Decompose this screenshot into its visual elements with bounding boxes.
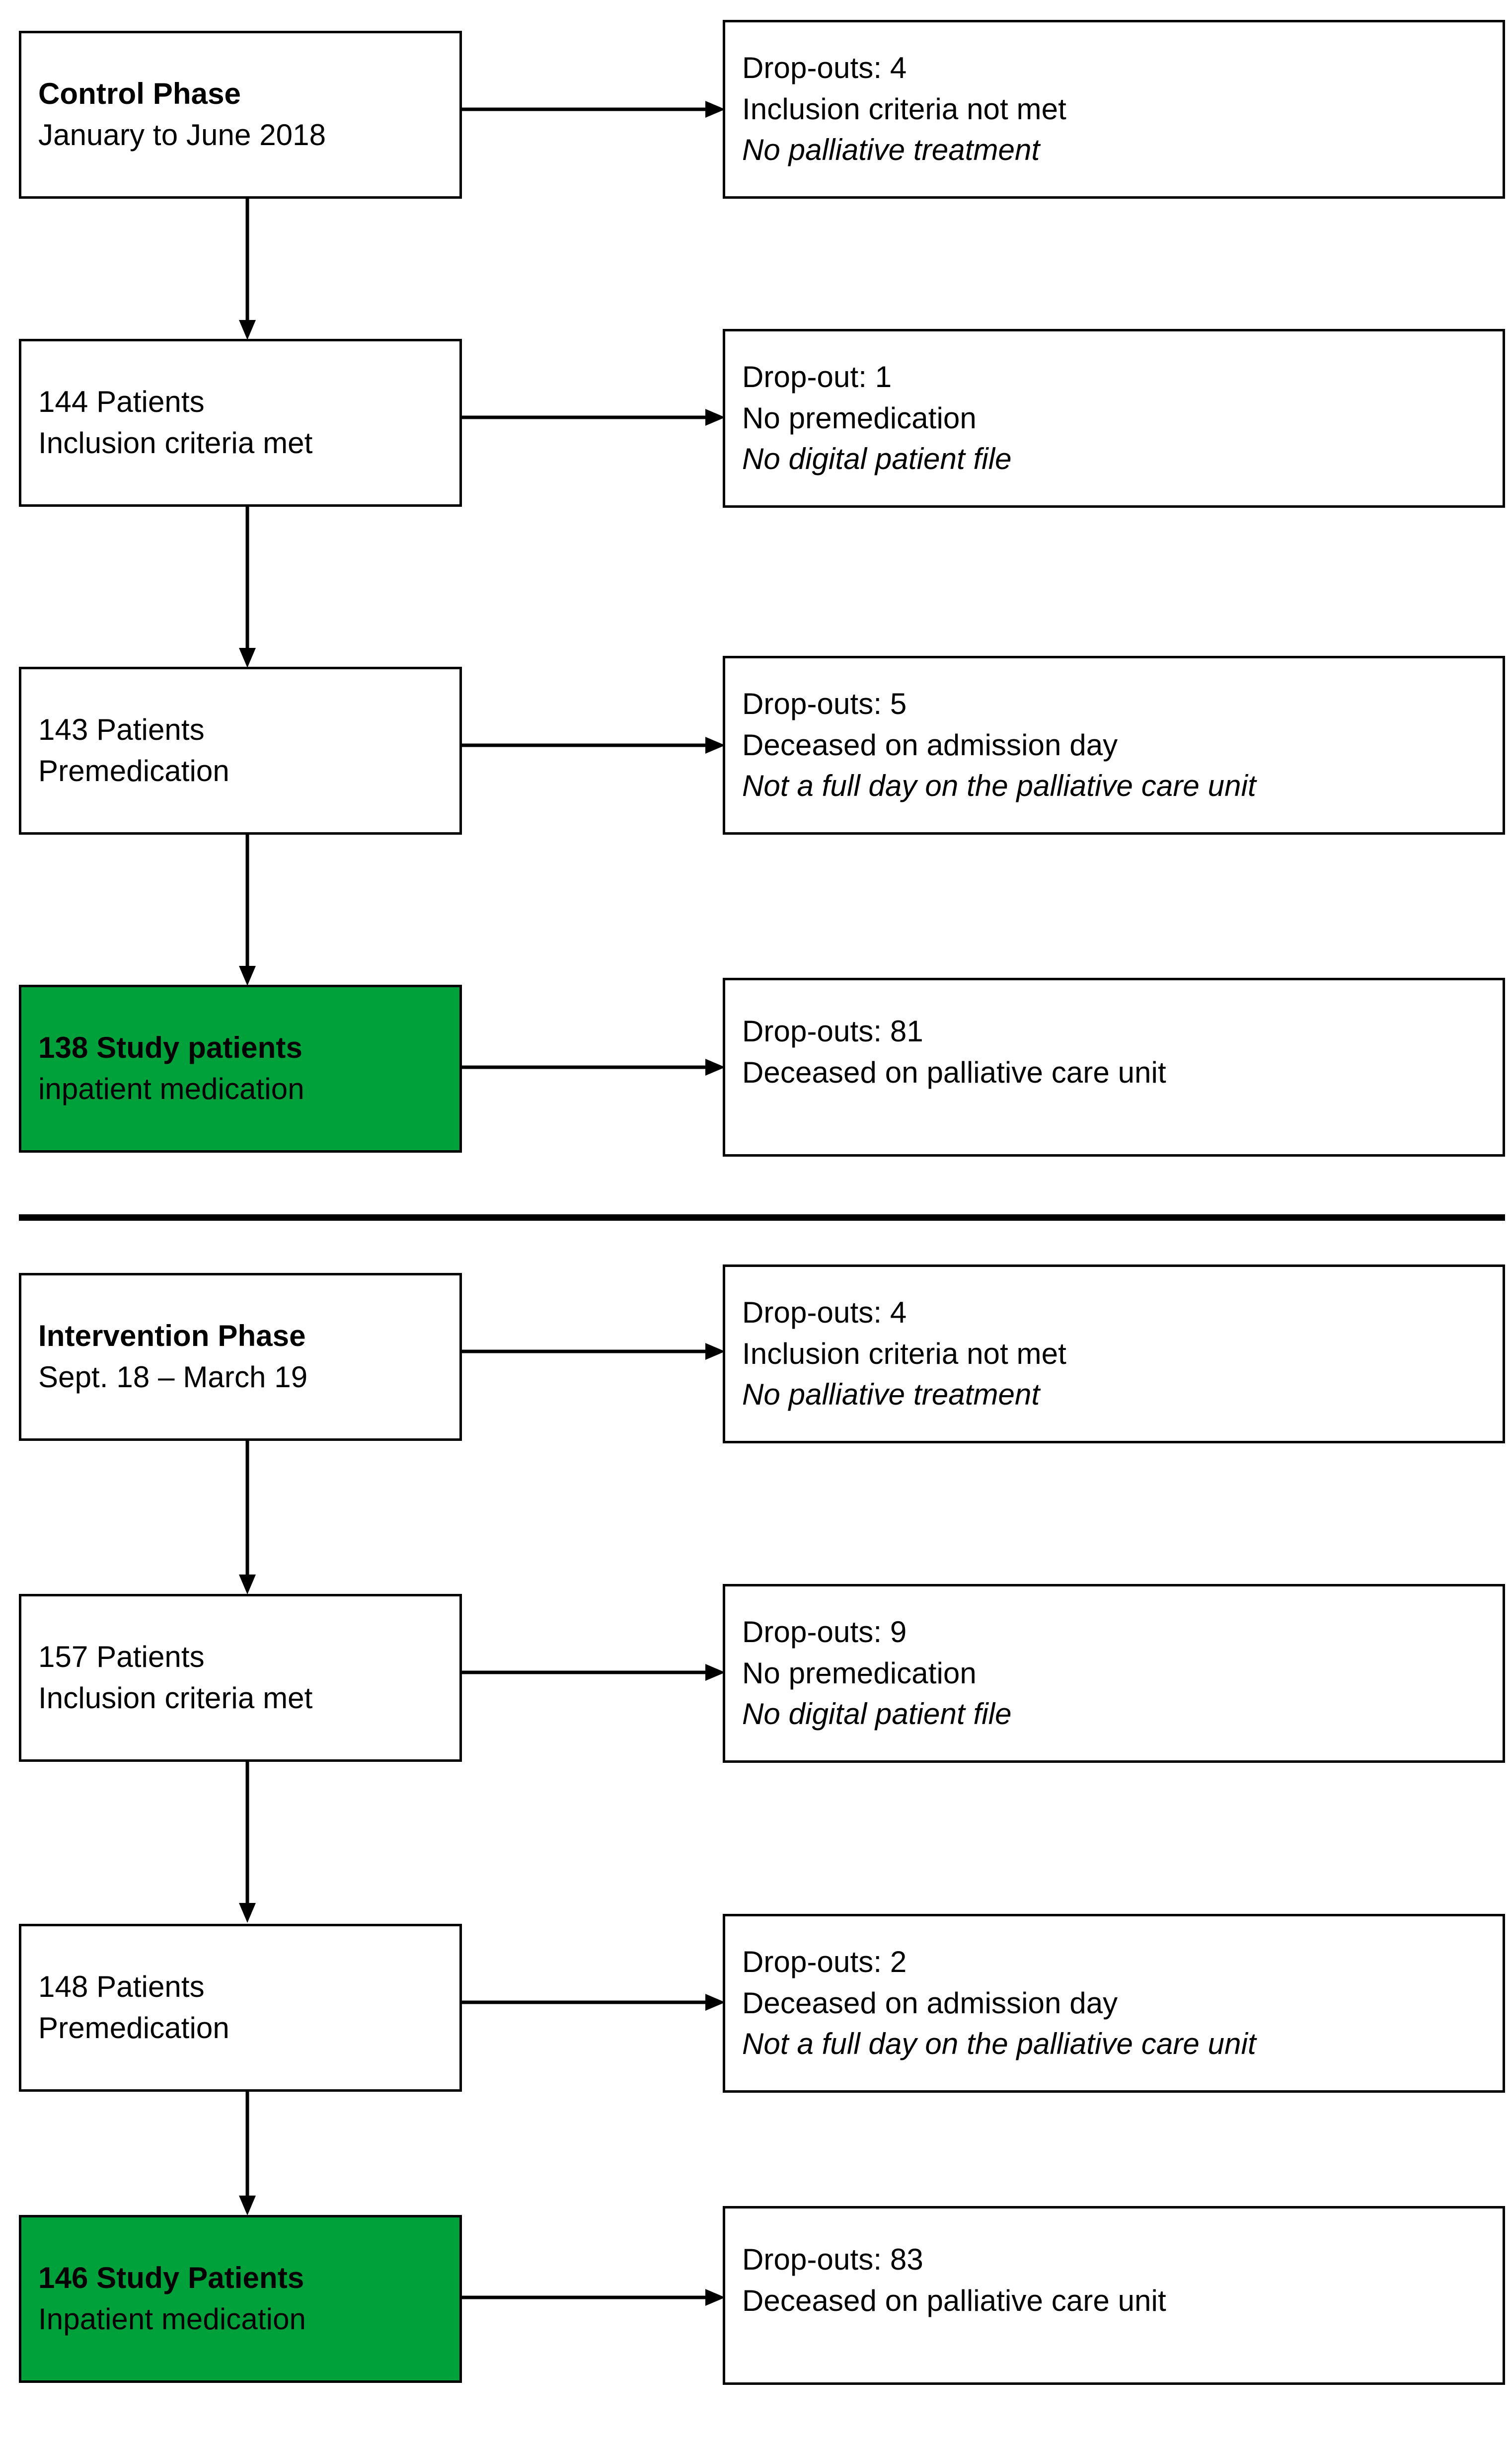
node-control-premedication: 143 Patients Premedication [19, 667, 462, 835]
node-intervention-included: 157 Patients Inclusion criteria met [19, 1594, 462, 1762]
node-line-primary: 144 Patients [38, 385, 205, 419]
dropout-intervention-header: Drop-outs: 4 Inclusion criteria not met … [723, 1264, 1505, 1443]
dropout-reason: Inclusion criteria not met [742, 1337, 1066, 1370]
dropout-detail: Not a full day on the palliative care un… [742, 2027, 1256, 2061]
node-line-primary: Control Phase [38, 77, 241, 111]
node-line-primary: 148 Patients [38, 1970, 205, 2004]
arrow-intervention-included-down [228, 1760, 268, 1924]
node-line-secondary: Premedication [38, 754, 229, 788]
arrow-control-header-down [228, 197, 268, 341]
phase-divider [19, 1214, 1505, 1221]
node-line-primary: 146 Study Patients [38, 2261, 304, 2295]
node-line-secondary: January to June 2018 [38, 118, 326, 152]
node-control-header: Control Phase January to June 2018 [19, 31, 462, 199]
dropout-control-premedication: Drop-outs: 5 Deceased on admission day N… [723, 656, 1505, 835]
node-line-secondary: Inpatient medication [38, 2302, 306, 2336]
arrow-intervention-header-down [228, 1439, 268, 1595]
node-line-primary: 157 Patients [38, 1640, 205, 1674]
dropout-intervention-premedication: Drop-outs: 2 Deceased on admission day N… [723, 1914, 1505, 2093]
dropout-detail: No palliative treatment [742, 133, 1040, 167]
node-line-primary: Intervention Phase [38, 1319, 306, 1353]
node-line-primary: 138 Study patients [38, 1031, 302, 1065]
dropout-count: Drop-outs: 83 [742, 2243, 923, 2276]
dropout-count: Drop-outs: 2 [742, 1945, 907, 1978]
dropout-control-study-patients: Drop-outs: 81 Deceased on palliative car… [723, 978, 1505, 1157]
arrow-control-premedication-right [461, 735, 729, 755]
arrow-control-included-down [228, 505, 268, 669]
dropout-detail: Not a full day on the palliative care un… [742, 769, 1256, 803]
dropout-reason: Deceased on admission day [742, 728, 1118, 762]
arrow-intervention-study-patients-right [461, 2287, 729, 2307]
dropout-reason: Inclusion criteria not met [742, 92, 1066, 126]
arrow-control-study-patients-right [461, 1057, 729, 1077]
node-intervention-study-patients: 146 Study Patients Inpatient medication [19, 2215, 462, 2383]
dropout-control-header: Drop-outs: 4 Inclusion criteria not met … [723, 20, 1505, 199]
node-control-study-patients: 138 Study patients inpatient medication [19, 985, 462, 1153]
dropout-reason: Deceased on admission day [742, 1986, 1118, 2020]
node-line-secondary: Premedication [38, 2011, 229, 2045]
dropout-count: Drop-outs: 5 [742, 687, 907, 720]
arrow-intervention-included-right [461, 1662, 729, 1682]
dropout-count: Drop-outs: 4 [742, 51, 907, 84]
node-line-secondary: inpatient medication [38, 1072, 304, 1105]
dropout-count: Drop-outs: 4 [742, 1295, 907, 1329]
dropout-intervention-study-patients: Drop-outs: 83 Deceased on palliative car… [723, 2206, 1505, 2385]
dropout-reason: Deceased on palliative care unit [742, 2284, 1166, 2317]
dropout-intervention-included: Drop-outs: 9 No premedication No digital… [723, 1584, 1505, 1763]
dropout-detail: No digital patient file [742, 442, 1012, 476]
node-line-secondary: Inclusion criteria met [38, 1681, 313, 1715]
dropout-control-included: Drop-out: 1 No premedication No digital … [723, 329, 1505, 508]
dropout-reason: Deceased on palliative care unit [742, 1055, 1166, 1089]
node-control-included: 144 Patients Inclusion criteria met [19, 339, 462, 507]
dropout-count: Drop-outs: 9 [742, 1615, 907, 1649]
dropout-detail: No digital patient file [742, 1697, 1012, 1731]
dropout-count: Drop-outs: 81 [742, 1015, 923, 1048]
node-line-secondary: Inclusion criteria met [38, 426, 313, 460]
dropout-count: Drop-out: 1 [742, 360, 892, 394]
arrow-intervention-premedication-right [461, 1992, 729, 2012]
arrow-intervention-header-right [461, 1341, 729, 1361]
arrow-control-header-right [461, 99, 729, 119]
dropout-reason: No premedication [742, 1656, 977, 1690]
node-line-primary: 143 Patients [38, 713, 205, 747]
arrow-control-included-right [461, 407, 729, 427]
arrow-control-premedication-down [228, 833, 268, 987]
node-intervention-premedication: 148 Patients Premedication [19, 1924, 462, 2092]
dropout-detail: No palliative treatment [742, 1378, 1040, 1412]
node-line-secondary: Sept. 18 – March 19 [38, 1360, 308, 1394]
arrow-intervention-premedication-down [228, 2090, 268, 2216]
dropout-reason: No premedication [742, 401, 977, 435]
node-intervention-header: Intervention Phase Sept. 18 – March 19 [19, 1273, 462, 1441]
